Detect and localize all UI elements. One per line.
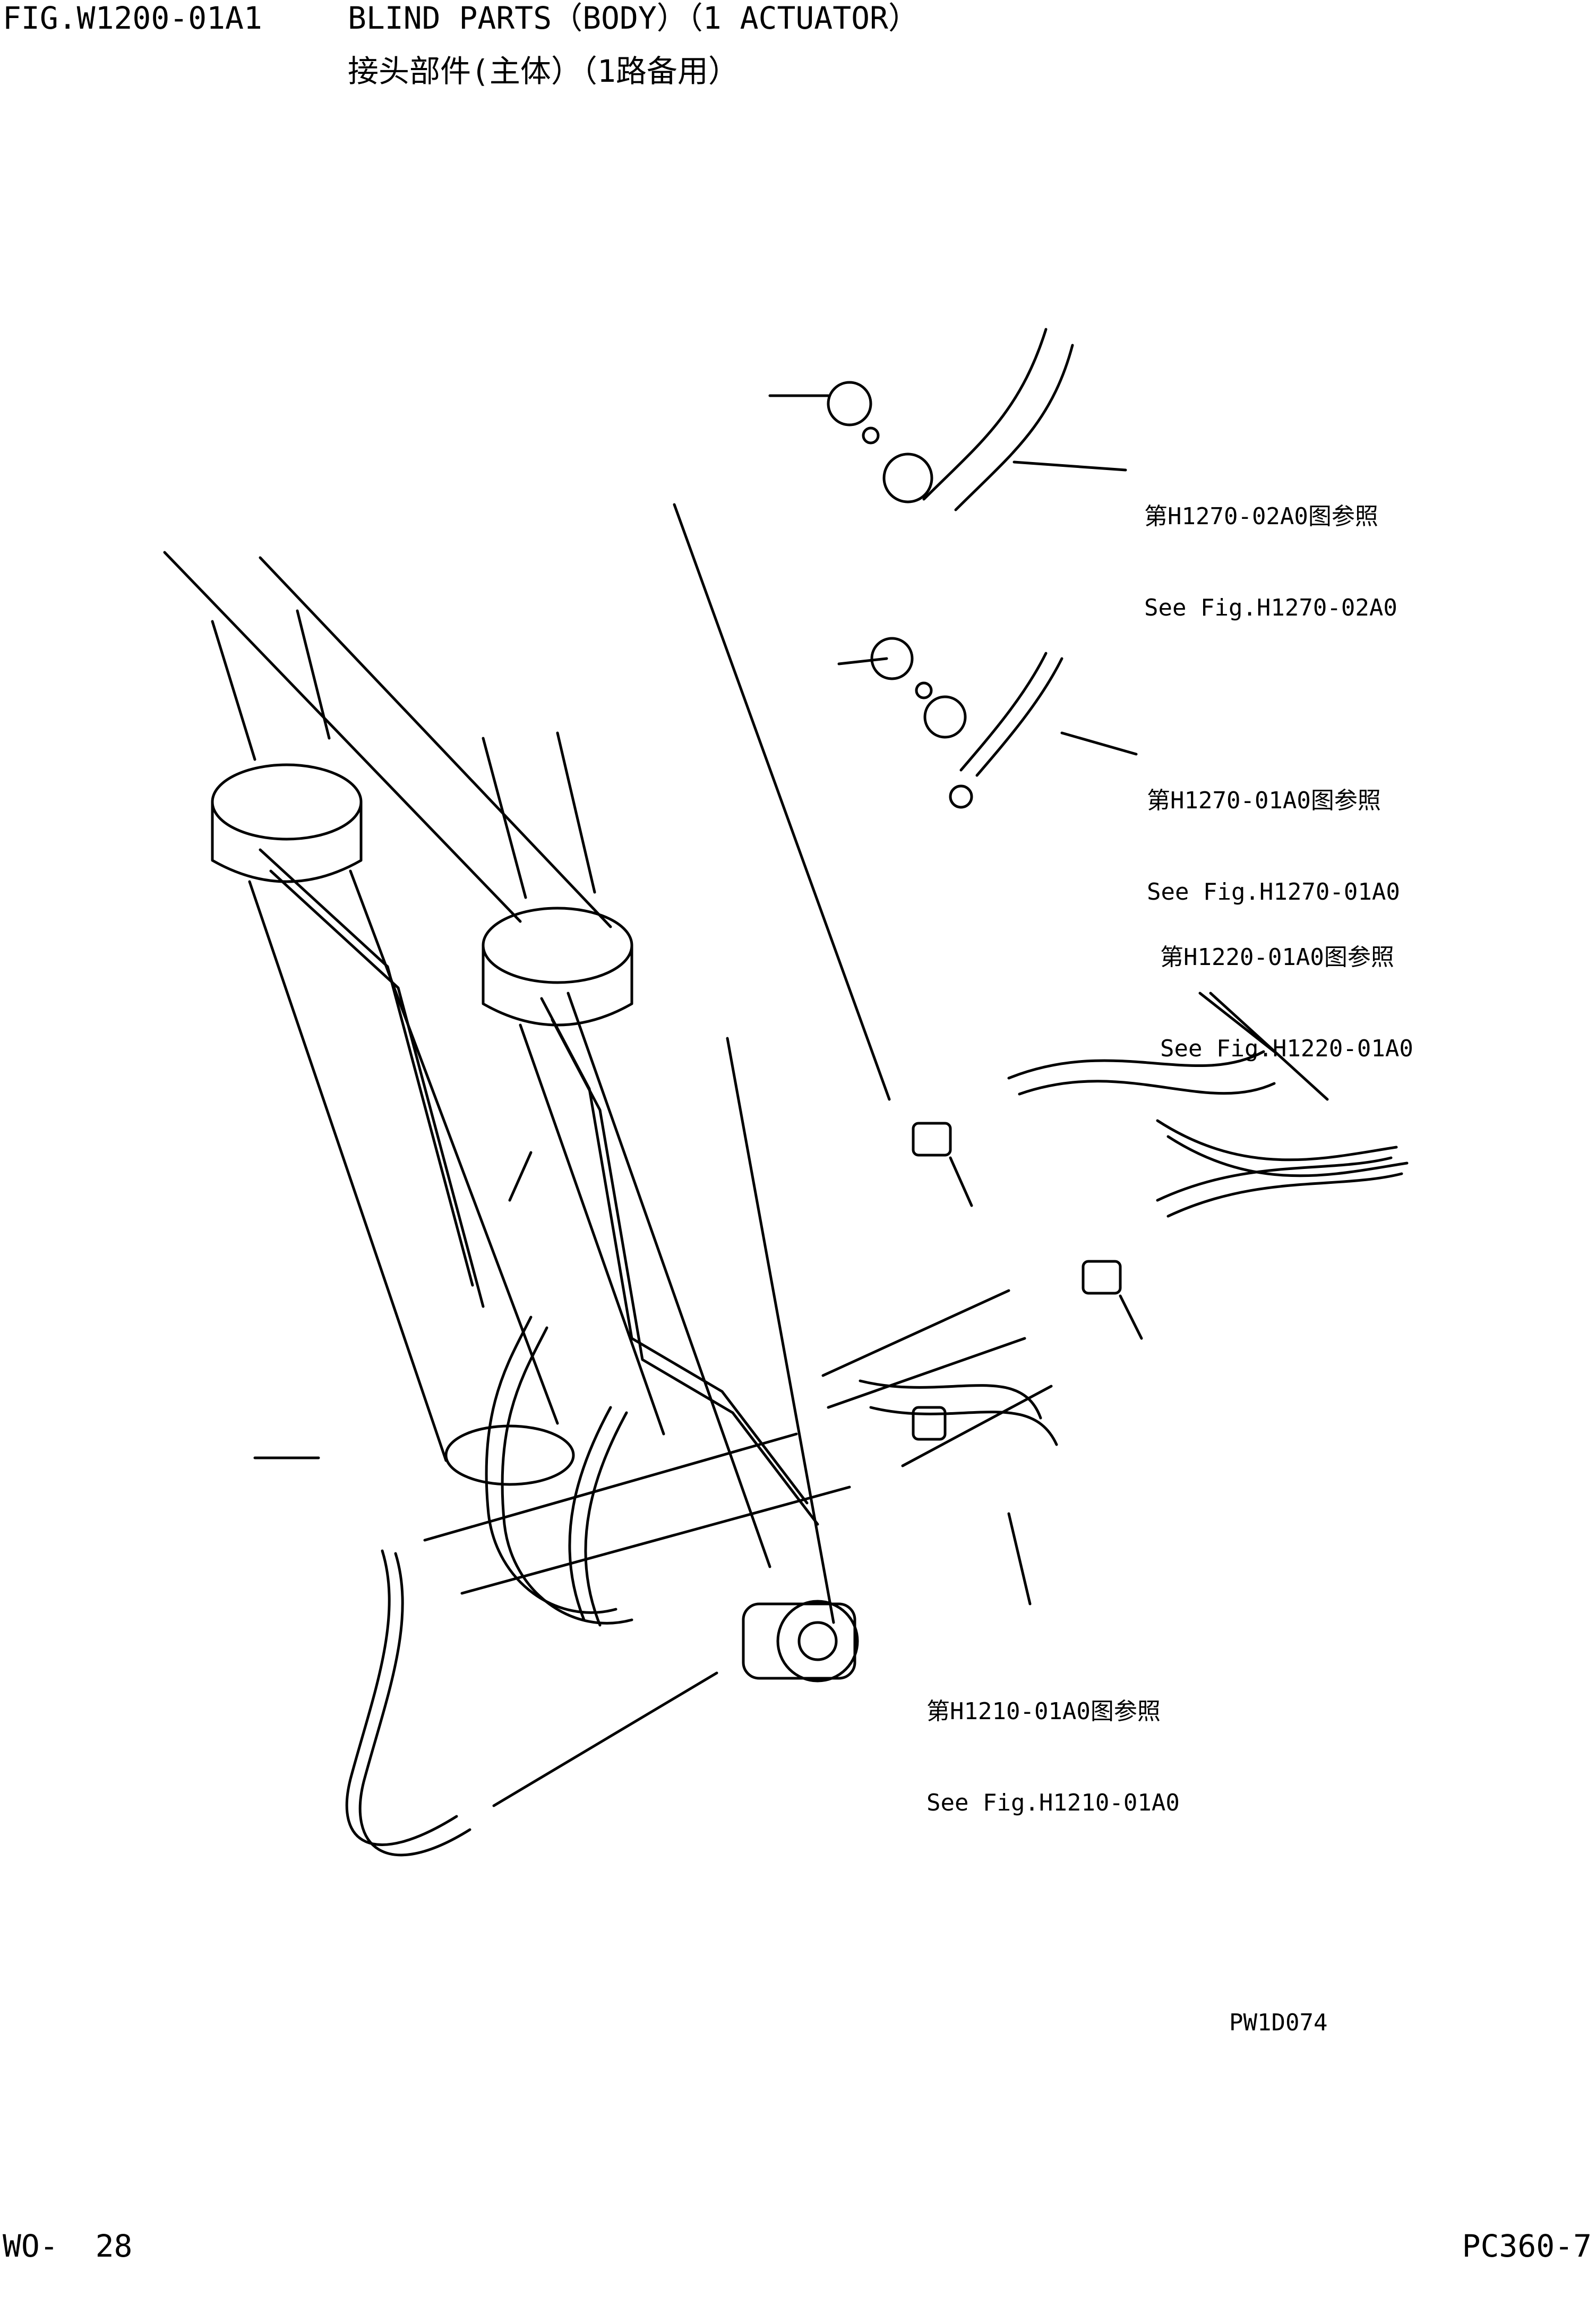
- model-number: PC360-7: [1462, 2228, 1592, 2264]
- hose-h1270-02a0: [827, 328, 1074, 511]
- reference-cn: 第H1270-01A0图参照: [1147, 787, 1381, 815]
- right-cylinder: [482, 731, 665, 1436]
- bottom-left-hose: [345, 1549, 718, 1857]
- reference-label-h1270-02a0: 第H1270-02A0图参照 See Fig.H1270-02A0: [1144, 441, 1397, 653]
- drawing-code: PW1D074: [1229, 2009, 1328, 2036]
- reference-label-h1270-01a0: 第H1270-01A0图参照 See Fig.H1270-01A0: [1147, 725, 1400, 937]
- reference-label-h1220-01a0: 第H1220-01A0图参照 See Fig.H1220-01A0: [1160, 882, 1413, 1094]
- title-chinese: 接头部件(主体）（1路备用）: [348, 53, 739, 89]
- reference-cn: 第H1220-01A0图参照: [1160, 944, 1394, 971]
- page-number: WO- 28: [3, 2228, 133, 2264]
- reference-cn: 第H1270-02A0图参照: [1144, 503, 1378, 531]
- reference-label-h1210-01a0: 第H1210-01A0图参照 See Fig.H1210-01A0: [926, 1636, 1180, 1848]
- reference-en: See Fig.H1210-01A0: [926, 1789, 1180, 1816]
- reference-cn: 第H1210-01A0图参照: [926, 1698, 1161, 1726]
- hose-h1270-01a0: [870, 637, 1063, 809]
- hydraulic-lines: [259, 848, 819, 1627]
- figure-id: FIG.W1200-01A1: [3, 0, 262, 36]
- reference-en: See Fig.H1270-01A0: [1147, 878, 1400, 906]
- hose-h1210-01a0: [859, 1379, 1058, 1446]
- reference-en: See Fig.H1220-01A0: [1160, 1035, 1413, 1062]
- reference-en: See Fig.H1270-02A0: [1144, 594, 1397, 621]
- boom-outline: [163, 503, 891, 1624]
- lower-bracket: [742, 1289, 1053, 1683]
- title-english: BLIND PARTS（BODY）（1 ACTUATOR）: [348, 0, 919, 36]
- left-cylinder: [211, 609, 575, 1486]
- hose-h1220-01a0: [912, 1050, 1409, 1295]
- leader-lines: [253, 394, 1329, 1606]
